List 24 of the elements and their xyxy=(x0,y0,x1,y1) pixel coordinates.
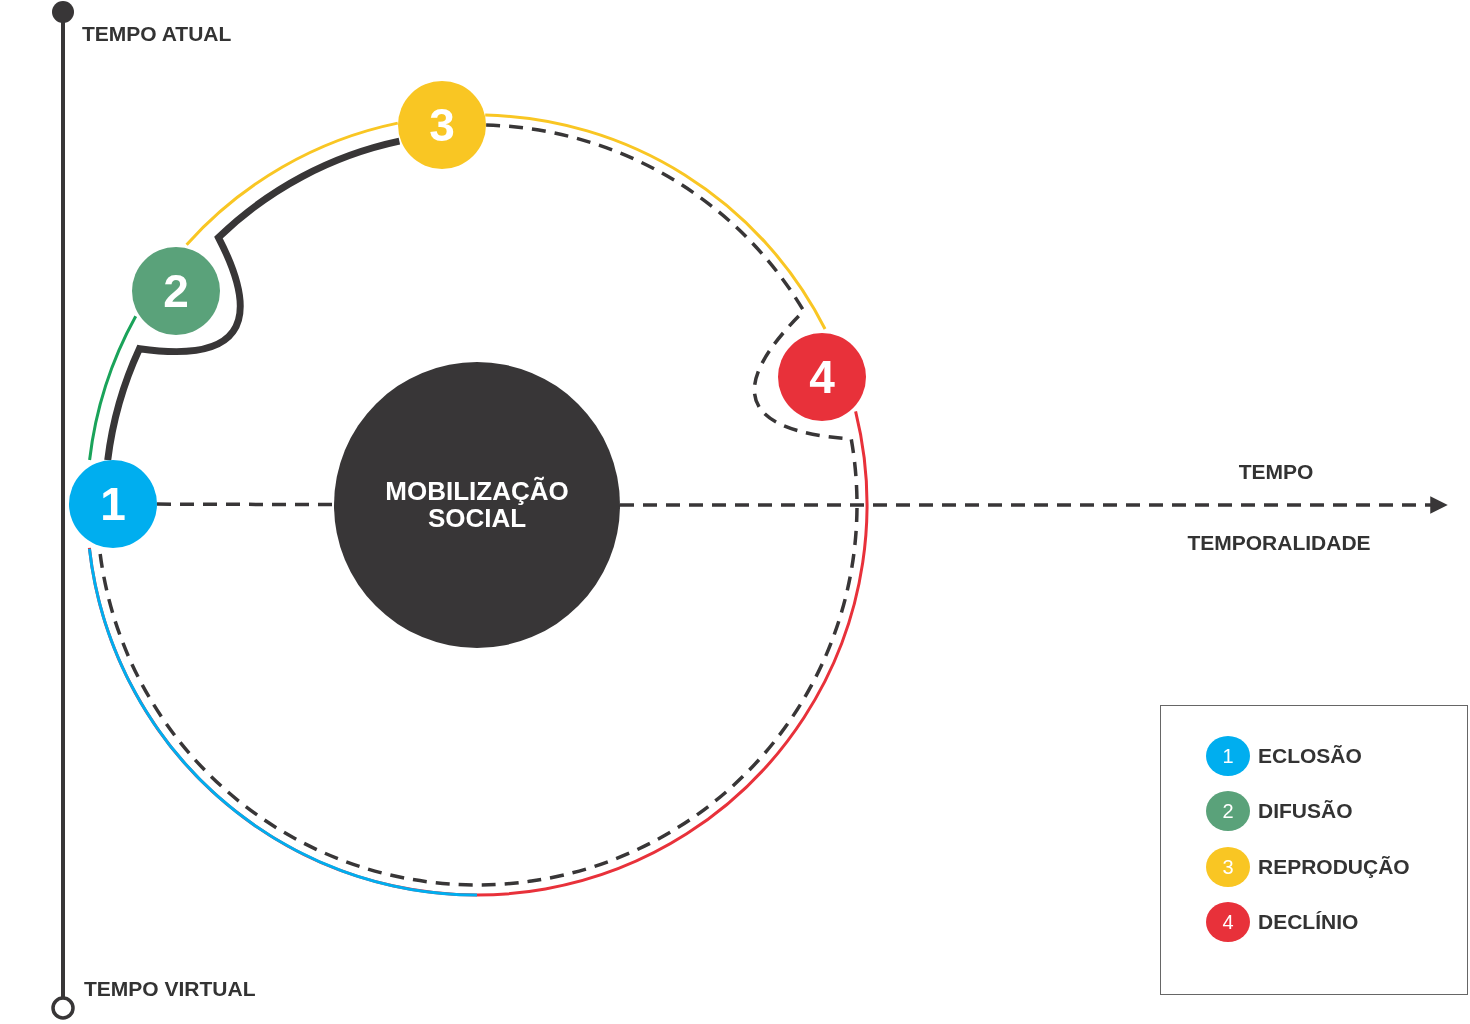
axis-label: TEMPO xyxy=(1238,460,1314,484)
phase-arc xyxy=(104,137,401,461)
dashed-arc xyxy=(97,123,859,887)
phase-arc xyxy=(88,315,138,461)
axis-label: TEMPO ATUAL xyxy=(82,22,232,46)
arrow xyxy=(620,496,1448,514)
phase-number: 2 xyxy=(162,266,190,316)
axis-label: TEMPORALIDADE xyxy=(1187,531,1371,555)
legend-label: ECLOSÃO xyxy=(1258,744,1362,768)
legend-label: REPRODUÇÃO xyxy=(1258,855,1410,879)
phase-arc xyxy=(485,113,827,330)
legend-swatch: 4 xyxy=(1206,902,1250,942)
phase-number: 1 xyxy=(99,479,127,529)
axis-label: TEMPO VIRTUAL xyxy=(84,977,256,1001)
phase-number: 4 xyxy=(808,352,836,402)
phase-arc xyxy=(185,121,399,246)
phase-number: 3 xyxy=(428,100,456,150)
legend-label: DECLÍNIO xyxy=(1258,910,1359,934)
legend-swatch: 3 xyxy=(1206,847,1250,887)
legend-swatch: 2 xyxy=(1206,791,1250,831)
center-label: MOBILIZAÇÃO SOCIAL xyxy=(384,477,570,533)
legend-label: DIFUSÃO xyxy=(1258,799,1353,823)
dashed-line xyxy=(157,502,334,507)
legend-swatch: 1 xyxy=(1206,736,1250,776)
